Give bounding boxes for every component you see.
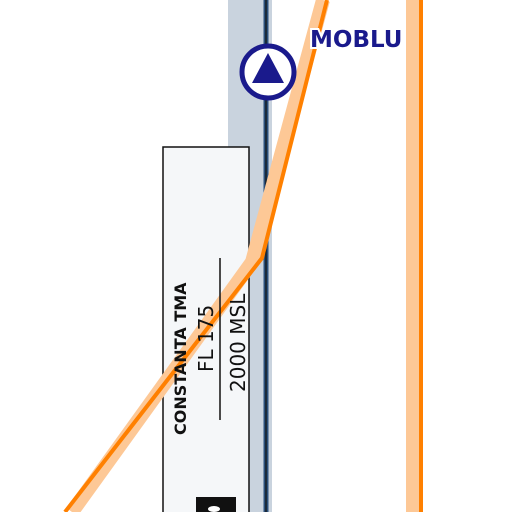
airspace-class-marker [196,497,236,512]
airspace-lower-limit: 2000 MSL [226,293,250,392]
airspace-upper-limit: FL 175 [194,305,218,372]
waypoint-name: MOBLU [310,27,402,53]
route-line-diagonal [63,0,329,514]
triangle-in-circle-waypoint-icon[interactable] [239,43,297,101]
airspace-name: CONSTANTA TMA [171,282,190,435]
airspace-class-marker-symbol [208,506,220,512]
